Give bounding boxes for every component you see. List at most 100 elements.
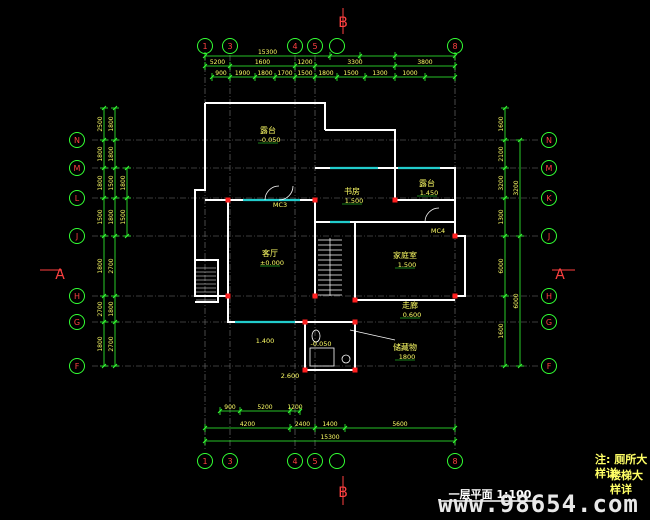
wall-segment [195,259,219,303]
dim-slash [502,233,508,239]
bathtub [309,347,335,367]
misc-label: 1.400 [256,337,275,345]
room-name: 储藏物 [393,342,417,352]
axis-label-right: J [547,232,550,241]
dim-slash [517,233,523,239]
axis-bubble-top [447,38,463,54]
dim-text: 1800 [97,258,104,273]
axis-bubble-right [541,160,557,176]
room-elevation: ±0.000 [260,259,284,267]
room-name: 书房 [344,186,360,196]
dim-slash [101,105,107,111]
dim-text: 1800 [97,146,104,161]
dim-text: 900 [224,404,236,411]
axis-bubble-top [287,38,303,54]
dim-text: 1300 [372,70,387,77]
column [352,319,358,325]
dim-slash [452,438,458,444]
misc-label: MC3 [273,201,287,209]
dim-text: 1800 [318,70,333,77]
axis-label-bottom: 5 [312,457,317,466]
dim-slash [362,74,368,80]
dim-slash [202,53,208,59]
axis-label-left: G [74,318,80,327]
dim-slash [202,425,208,431]
axis-bubble-right [541,358,557,374]
dim-slash [101,137,107,143]
door-swing [424,207,440,223]
door-swing [278,185,294,201]
dim-slash [502,293,508,299]
staircase-outer [196,267,216,301]
dim-text: 6000 [513,293,520,308]
room-name: 露台 [260,125,276,135]
dim-slash [124,233,130,239]
dim-slash [312,63,318,69]
dim-text: 1800 [257,70,272,77]
misc-label: MC4 [431,227,445,235]
axis-bubble-top [222,38,238,54]
dim-text: 1500 [343,70,358,77]
dim-slash [287,408,293,414]
dim-slash [101,165,107,171]
axis-bubble-right [541,228,557,244]
dim-slash [112,195,118,201]
dim-slash [292,63,298,69]
sink [341,354,351,364]
axis-bubble-left [69,228,85,244]
axis-bubble-left [69,190,85,206]
dim-slash [112,137,118,143]
dim-slash [227,74,233,80]
room-name: 客厅 [262,248,278,258]
dim-text: 1900 [235,70,250,77]
dim-slash [502,137,508,143]
leader-line [349,329,396,341]
column [392,197,398,203]
dim-slash [112,233,118,239]
dim-slash [124,165,130,171]
axis-label-right: G [546,318,552,327]
note-line-1: 注: 厕所大样详 [595,453,648,480]
axis-label-top: 1 [202,42,207,51]
axis-bubble-bottom [307,453,323,469]
dim-slash [112,363,118,369]
axis-bubble-top [307,38,323,54]
dim-slash [452,74,458,80]
dim-text: 5600 [392,421,407,428]
dim-text: 1600 [498,323,505,338]
dim-slash [209,74,215,80]
room-elevation: 1.450 [420,189,439,197]
room-elevation: 0.600 [403,311,422,319]
axis-label-left: M [74,164,81,173]
axis-label-bottom: 4 [292,457,297,466]
dim-text: 1800 [108,209,115,224]
axis-label-bottom: 1 [202,457,207,466]
room-name: 露台 [419,178,435,188]
axis-bubble-bottom [329,453,345,469]
dim-text: 2700 [108,336,115,351]
dim-slash [101,195,107,201]
dim-slash [517,137,523,143]
dim-text: 1500 [297,70,312,77]
dim-slash [502,195,508,201]
axis-label-left: J [75,232,78,241]
dim-slash [502,105,508,111]
dim-text: 3300 [347,59,362,66]
room-name: 家庭室 [393,250,417,260]
dim-text: 6000 [498,258,505,273]
dim-text: 1800 [97,175,104,190]
axis-label-left: L [75,194,80,203]
dim-slash [342,425,348,431]
axis-bubble-top [329,38,345,54]
dim-slash [392,63,398,69]
axis-label-right: F [547,362,552,371]
axis-bubble-right [541,288,557,304]
dim-slash [101,363,107,369]
dim-text: 1000 [402,70,417,77]
section-mark-right: A [555,267,565,283]
dim-text: 1200 [287,404,302,411]
staircase [318,238,342,296]
wall-segment [325,129,396,168]
axis-bubble-left [69,358,85,374]
dim-text: 3200 [513,180,520,195]
